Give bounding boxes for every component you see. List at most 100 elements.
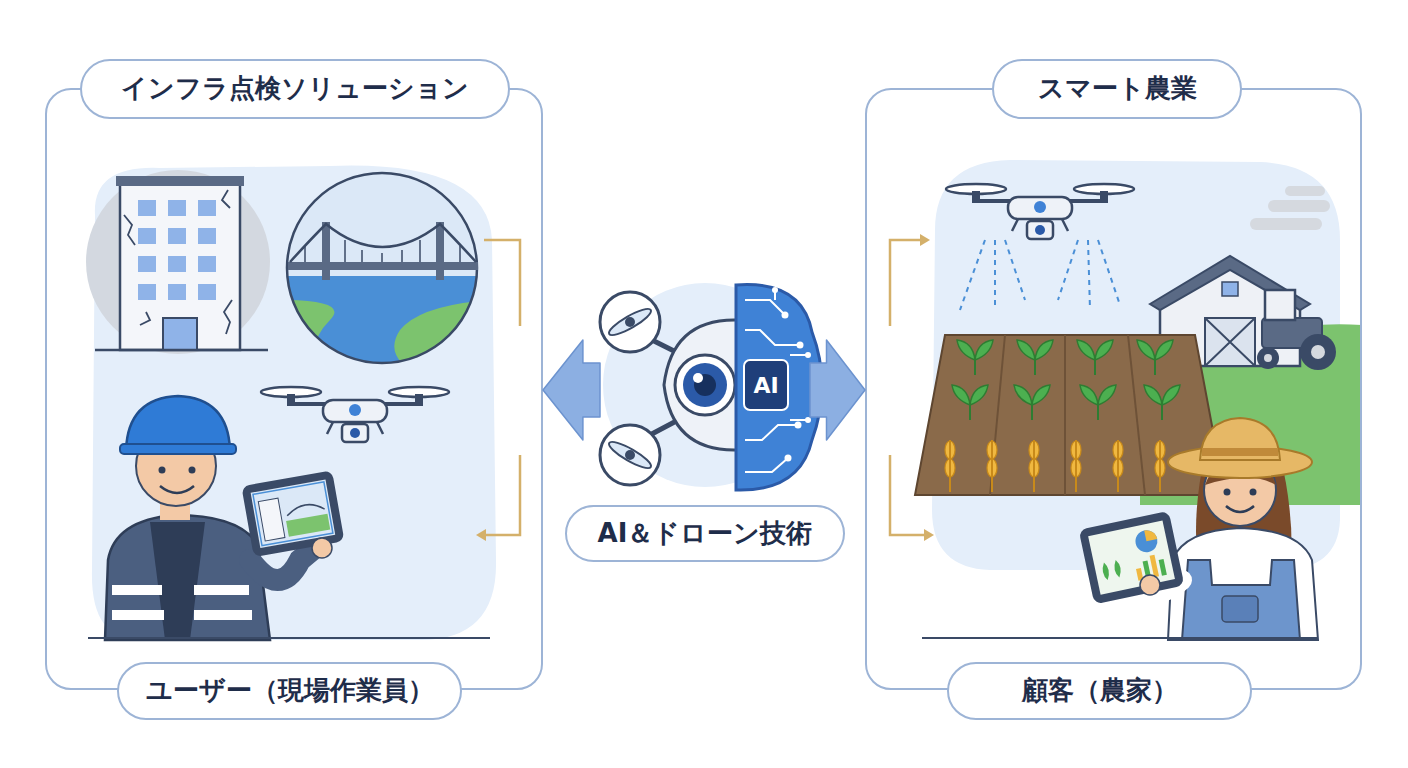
infra-illustration-part-part xyxy=(168,256,186,272)
farm-illustration-part xyxy=(1300,334,1336,370)
infra-illustration-part-part xyxy=(280,276,490,286)
infra-illustration-part-part xyxy=(168,284,186,300)
ai-drone-icon-part xyxy=(736,285,822,491)
infra-illustration-part xyxy=(482,240,520,535)
farm-illustration-part xyxy=(990,335,1145,495)
infra-illustration-part-part xyxy=(484,240,520,326)
farm-illustration-part xyxy=(1226,506,1254,512)
infra-illustration-part xyxy=(150,522,205,640)
farm-illustration-part-part xyxy=(990,335,1005,495)
infra-illustration-part xyxy=(280,276,490,380)
farm-illustration-part-part xyxy=(994,240,996,310)
ai-drone-icon-part xyxy=(693,373,703,383)
infra-illustration-part-part xyxy=(168,228,186,244)
ai-drone-icon-part xyxy=(606,305,654,339)
farm-illustration-part-part xyxy=(1161,405,1163,420)
ai-drone-icon-part-part xyxy=(795,422,802,429)
farm-illustration-part xyxy=(1200,418,1280,460)
infra-illustration-part-part xyxy=(344,240,346,262)
farm-illustration-part xyxy=(1079,511,1185,604)
farm-illustration-part xyxy=(1264,354,1272,362)
ai-drone-icon-part-part xyxy=(772,287,778,293)
infra-illustration-part xyxy=(124,190,232,334)
ai-badge-text: AI xyxy=(744,360,788,410)
farm-illustration-part xyxy=(1205,318,1255,366)
infra-illustration-part-part xyxy=(361,250,363,262)
farm-illustration-part-part xyxy=(1064,335,1066,495)
farm-illustration-part xyxy=(920,234,930,246)
infra-illustration-part-part xyxy=(258,498,285,541)
farm-illustration-part-part xyxy=(1098,240,1120,305)
farm-illustration-part xyxy=(945,441,1165,477)
ai-drone-icon-part-part xyxy=(745,458,788,472)
farm-illustration-part-part xyxy=(1034,360,1036,375)
infra-illustration-part-part xyxy=(198,256,216,272)
farm-illustration-part-part xyxy=(1079,511,1185,604)
farm-illustration-part-part xyxy=(1033,440,1035,492)
infra-illustration-part xyxy=(241,470,344,557)
ai-drone-icon-part xyxy=(600,425,660,485)
panel-heading: スマート農業 xyxy=(992,59,1242,119)
infra-illustration-part xyxy=(312,538,332,558)
infra-illustration-part-part xyxy=(198,284,216,300)
infra-illustration-part-part xyxy=(198,200,216,216)
farm-illustration-part xyxy=(1265,290,1295,320)
ai-drone-icon-part-part xyxy=(745,300,785,315)
farm-illustration-part-part xyxy=(1101,559,1122,580)
farm-illustration-part xyxy=(1268,200,1330,212)
farm-illustration-part-part xyxy=(957,340,993,360)
farm-illustration-part xyxy=(924,529,934,541)
ai-drone-icon-part xyxy=(606,438,654,472)
farm-illustration-part xyxy=(922,637,1318,639)
ai-drone-icon-part xyxy=(694,374,716,396)
farm-illustration-part xyxy=(1222,282,1238,296)
farm-illustration-part xyxy=(970,360,1162,420)
farm-illustration-part-part xyxy=(1144,528,1157,541)
infra-illustration-part xyxy=(120,182,240,350)
farm-illustration-part xyxy=(890,240,926,535)
infra-illustration-part-part xyxy=(140,312,150,325)
infra-illustration-part xyxy=(105,515,270,640)
infra-illustration-part xyxy=(322,222,330,280)
farm-illustration-part xyxy=(1224,489,1231,496)
ai-drone-icon-part-part xyxy=(805,417,811,423)
infra-illustration-part xyxy=(95,349,268,352)
farm-illustration-part-part xyxy=(1117,440,1119,492)
infra-illustration-part-part xyxy=(138,228,156,244)
infra-illustration-part xyxy=(189,467,196,474)
farm-illustration-part-part xyxy=(1128,335,1145,495)
farm-illustration-part xyxy=(1250,218,1322,230)
farm-illustration-part xyxy=(960,240,1120,310)
farm-illustration-part-part xyxy=(991,440,993,492)
infra-illustration-part-part xyxy=(168,200,186,216)
farm-illustration-part xyxy=(1222,596,1258,622)
farm-illustration-part-part xyxy=(1133,528,1159,554)
panel-heading: インフラ点検ソリューション xyxy=(80,59,510,119)
infra-illustration-part xyxy=(112,585,162,595)
farm-illustration-part-part xyxy=(1159,559,1167,576)
farm-illustration-part xyxy=(1140,575,1160,595)
farm-illustration-part xyxy=(1182,560,1300,640)
farm-illustration-part xyxy=(1168,446,1312,478)
infra-illustration-part-part xyxy=(381,253,383,262)
infra-illustration-part-part xyxy=(304,246,306,262)
farm-illustration-part-part xyxy=(960,240,985,310)
hub-title: AI＆ドローン技術 xyxy=(565,505,845,562)
infra-illustration-part xyxy=(305,240,460,262)
infra-illustration-part xyxy=(163,318,197,350)
farm-illustration xyxy=(890,160,1362,640)
ai-drone-icon-part xyxy=(744,360,788,410)
farm-illustration-part xyxy=(1311,345,1325,359)
infra-illustration-part-part xyxy=(241,470,344,557)
ai-drone-icon-part-part xyxy=(782,312,789,319)
infra-illustration-part-part xyxy=(138,284,156,300)
farm-illustration-part-part xyxy=(1097,405,1099,420)
farm-illustration-part-part xyxy=(1154,360,1156,375)
infra-illustration-part-part xyxy=(124,215,135,245)
farm-illustration-part-part xyxy=(952,385,988,405)
infra-illustration-part xyxy=(159,467,166,474)
infra-illustration-part xyxy=(160,486,194,493)
infra-illustration-part-part xyxy=(138,200,156,216)
farm-illustration-part xyxy=(950,440,1160,492)
farm-illustration-part-part xyxy=(1031,405,1033,420)
